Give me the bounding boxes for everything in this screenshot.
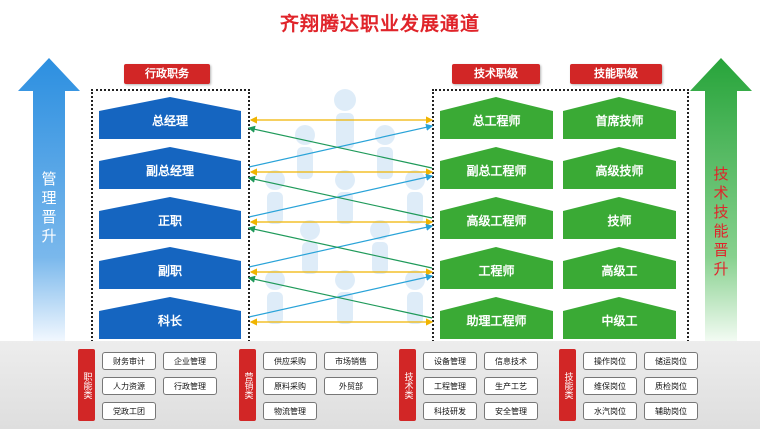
category-item: 科技研发 bbox=[423, 402, 477, 420]
skill-rank: 高级技师 bbox=[563, 147, 676, 189]
category-item: 工程管理 bbox=[423, 377, 477, 395]
category-item: 财务审计 bbox=[102, 352, 156, 370]
category-item: 行政管理 bbox=[163, 377, 217, 395]
admin-track-header: 行政职务 bbox=[124, 64, 210, 84]
category-item: 生产工艺 bbox=[484, 377, 538, 395]
admin-rank: 科长 bbox=[99, 297, 241, 339]
tech-rank: 副总工程师 bbox=[440, 147, 553, 189]
admin-rank: 正职 bbox=[99, 197, 241, 239]
skill-rank: 首席技师 bbox=[563, 97, 676, 139]
category-item: 企业管理 bbox=[163, 352, 217, 370]
category-item: 原料采购 bbox=[263, 377, 317, 395]
category-item: 维保岗位 bbox=[583, 377, 637, 395]
skill-rank: 技师 bbox=[563, 197, 676, 239]
category-item: 党政工团 bbox=[102, 402, 156, 420]
category-item: 辅助岗位 bbox=[644, 402, 698, 420]
category-item: 安全管理 bbox=[484, 402, 538, 420]
page-title: 齐翔腾达职业发展通道 bbox=[279, 13, 480, 35]
skill-rank: 高级工 bbox=[563, 247, 676, 289]
category-item: 供应采购 bbox=[263, 352, 317, 370]
skill-track-header: 技能职级 bbox=[570, 64, 662, 84]
category-label: 营销类 bbox=[239, 349, 256, 421]
tech-track-header: 技术职级 bbox=[452, 64, 540, 84]
category-item: 质检岗位 bbox=[644, 377, 698, 395]
skill-rank: 中级工 bbox=[563, 297, 676, 339]
technical-promotion-arrow bbox=[690, 58, 752, 343]
category-item: 信息技术 bbox=[484, 352, 538, 370]
management-promotion-label: 管理晋升 bbox=[41, 170, 57, 245]
admin-rank: 副总经理 bbox=[99, 147, 241, 189]
admin-rank: 副职 bbox=[99, 247, 241, 289]
tech-rank: 高级工程师 bbox=[440, 197, 553, 239]
management-promotion-arrow bbox=[18, 58, 80, 343]
category-item: 市场销售 bbox=[324, 352, 378, 370]
category-item: 操作岗位 bbox=[583, 352, 637, 370]
category-item: 设备管理 bbox=[423, 352, 477, 370]
technical-promotion-label: 技术技能晋升 bbox=[713, 165, 729, 278]
category-item: 人力资源 bbox=[102, 377, 156, 395]
tech-rank: 总工程师 bbox=[440, 97, 553, 139]
category-label: 技术类 bbox=[399, 349, 416, 421]
tech-rank: 工程师 bbox=[440, 247, 553, 289]
category-item: 水汽岗位 bbox=[583, 402, 637, 420]
admin-rank: 总经理 bbox=[99, 97, 241, 139]
category-label: 职能类 bbox=[78, 349, 95, 421]
category-item: 物流管理 bbox=[263, 402, 317, 420]
category-label: 技能类 bbox=[559, 349, 576, 421]
category-item: 储运岗位 bbox=[644, 352, 698, 370]
category-item: 外贸部 bbox=[324, 377, 378, 395]
tech-rank: 助理工程师 bbox=[440, 297, 553, 339]
